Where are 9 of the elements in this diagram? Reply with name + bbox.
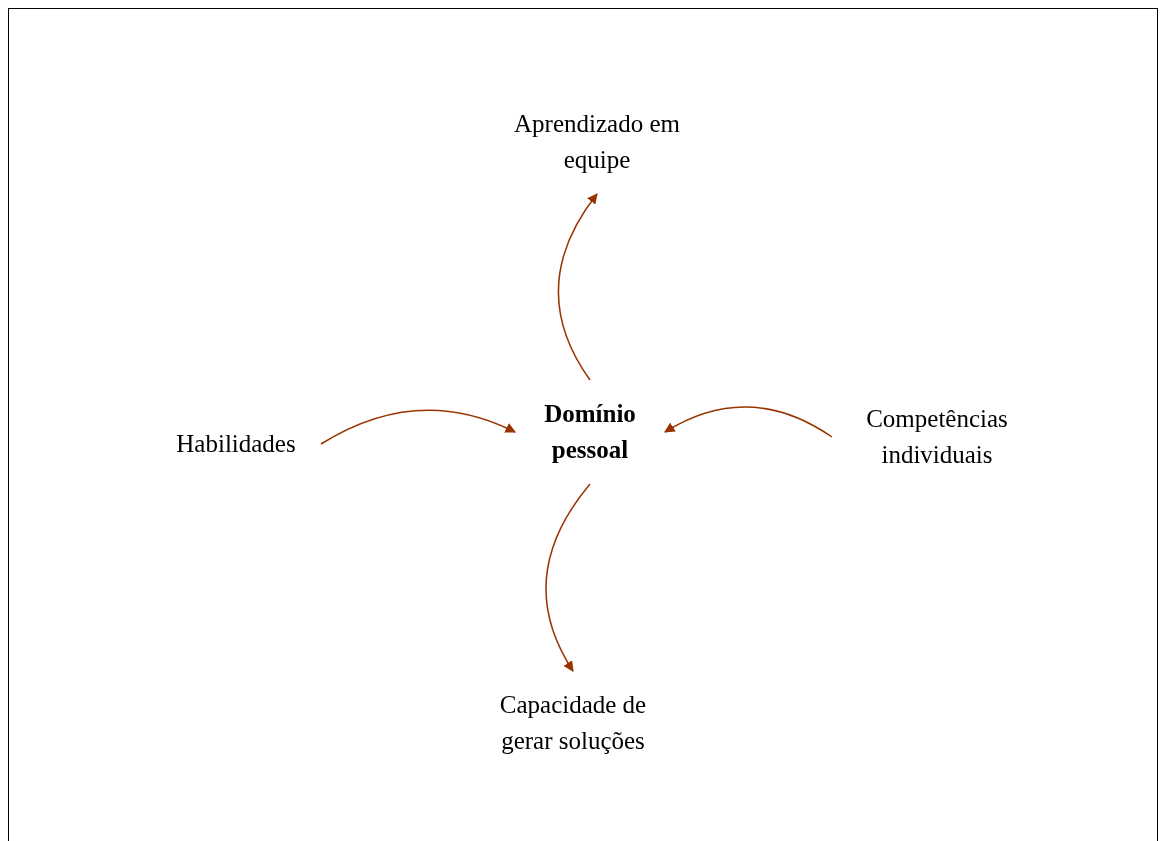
curved-arrow xyxy=(664,406,833,438)
node-label: Aprendizado em equipe xyxy=(513,109,681,175)
node-label: Capacidade de gerar soluções xyxy=(498,690,648,756)
curved-arrow xyxy=(320,409,516,445)
node-label: Habilidades xyxy=(175,429,297,459)
node-label: Domínio pessoal xyxy=(543,399,637,465)
node-label: Competências individuais xyxy=(865,404,1009,470)
curved-arrow xyxy=(545,483,591,672)
curved-arrow xyxy=(557,193,598,381)
